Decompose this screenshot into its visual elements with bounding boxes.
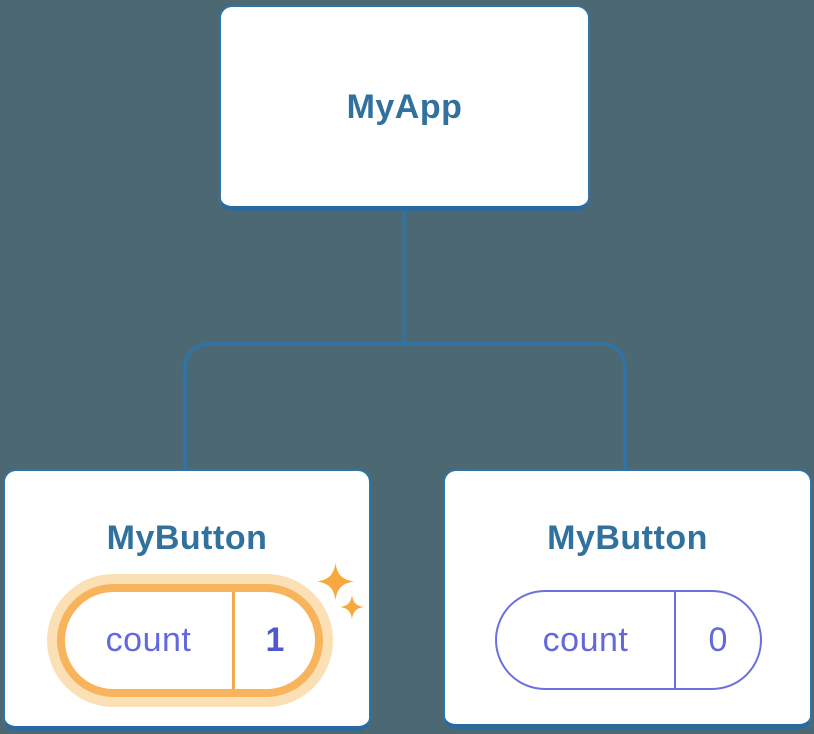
child-component-name: MyButton — [547, 519, 708, 557]
child-component-name: MyButton — [106, 519, 268, 557]
state-value-label: 1 — [265, 621, 285, 659]
state-name-label: count — [542, 620, 629, 659]
sparkle-icon-small — [340, 595, 364, 619]
pill-divider — [232, 592, 235, 689]
state-pill-highlighted: count 1 — [57, 584, 323, 697]
state-pill: count 0 — [495, 590, 762, 690]
branch-line — [183, 342, 627, 470]
state-name-label: count — [105, 621, 192, 659]
root-component-name: MyApp — [346, 87, 463, 126]
child-component-card-normal: MyButton count 0 — [443, 469, 812, 729]
sparkle-icon — [317, 563, 354, 600]
child-component-card-highlighted: MyButton count 1 — [3, 469, 371, 731]
root-component-card: MyApp — [219, 5, 590, 211]
pill-divider — [674, 592, 676, 688]
state-value-label: 0 — [708, 620, 728, 659]
